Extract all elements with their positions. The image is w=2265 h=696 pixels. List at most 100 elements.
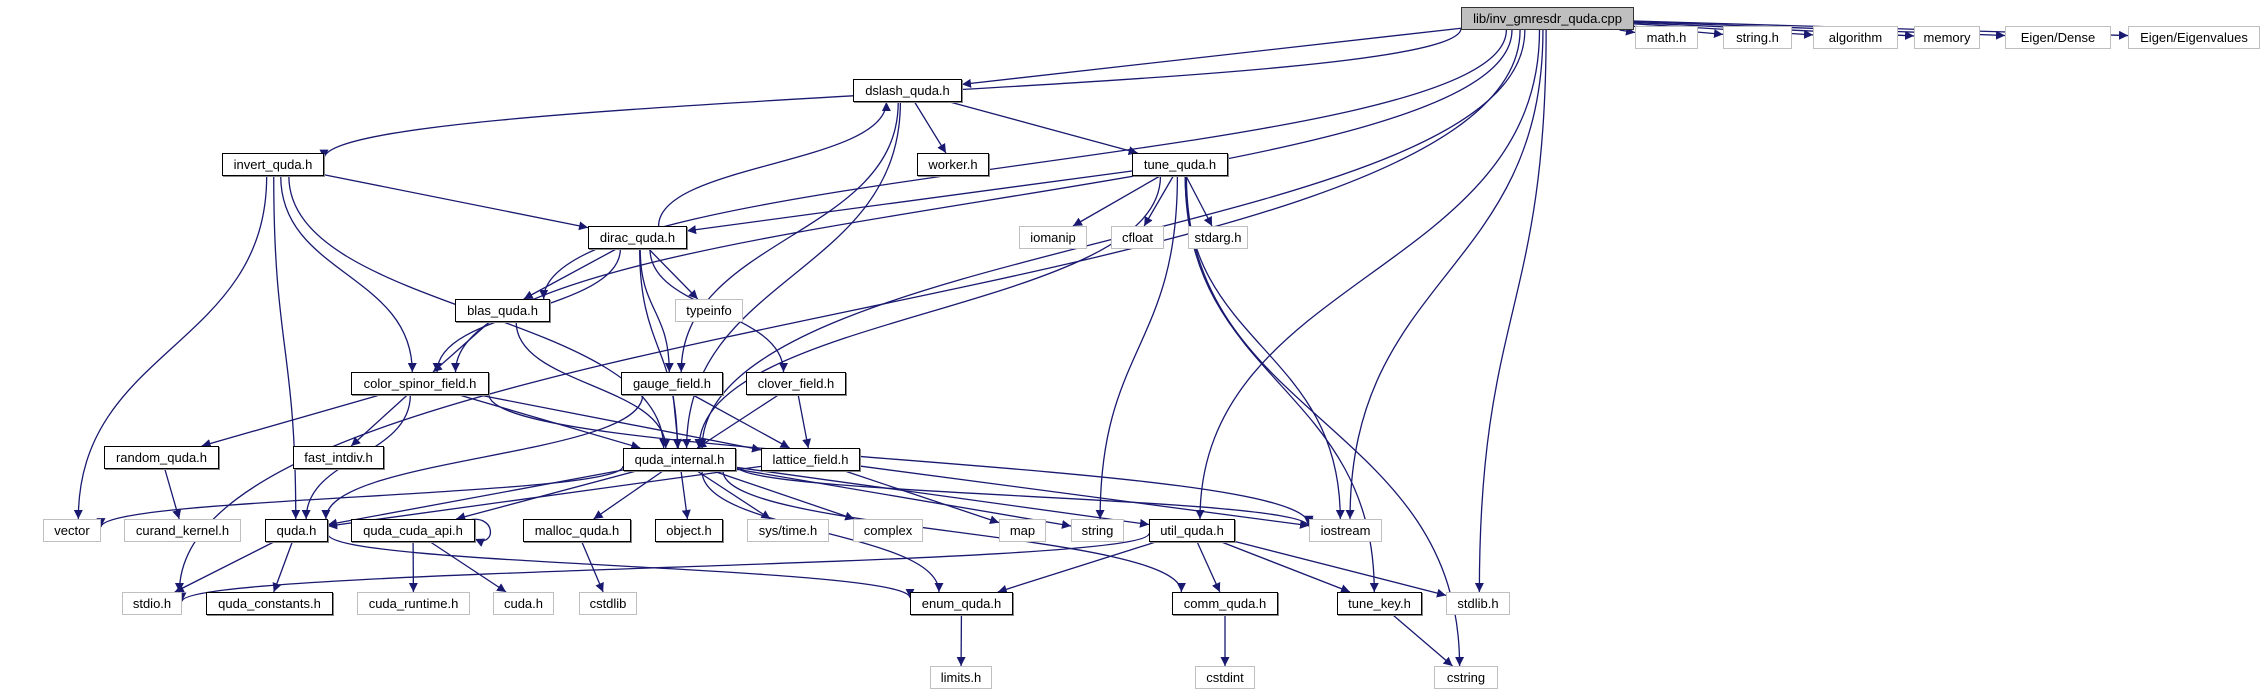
edge-lattice-field-to-iostream — [859, 465, 1310, 529]
node-invert-quda[interactable]: invert_quda.h — [222, 153, 324, 176]
edge-tune-quda-to-tune-key — [1184, 175, 1379, 593]
edge-color-spinor-field-to-fast-intdiv — [350, 394, 408, 447]
node-comm-quda[interactable]: comm_quda.h — [1172, 592, 1278, 615]
node-limits-h: limits.h — [930, 666, 992, 689]
node-tune-key[interactable]: tune_key.h — [1337, 592, 1422, 615]
node-cstdint: cstdint — [1195, 666, 1255, 689]
edge-root-to-util-quda — [1195, 29, 1541, 520]
node-lattice-field[interactable]: lattice_field.h — [761, 448, 860, 471]
edge-color-spinor-field-to-random-quda — [201, 394, 381, 448]
edge-quda-internal-to-util-quda — [735, 466, 1150, 528]
edge-dirac-quda-to-quda-internal — [639, 248, 682, 449]
node-malloc-quda[interactable]: malloc_quda.h — [523, 519, 631, 542]
node-blas-quda[interactable]: blas_quda.h — [455, 299, 550, 322]
node-math-h: math.h — [1635, 26, 1698, 49]
node-dslash-quda[interactable]: dslash_quda.h — [853, 79, 962, 102]
node-cstdlib: cstdlib — [579, 592, 637, 615]
node-cfloat: cfloat — [1111, 226, 1164, 249]
node-util-quda[interactable]: util_quda.h — [1149, 519, 1235, 542]
edge-quda-cuda-api-to-cuda-h — [430, 541, 507, 593]
node-random-quda[interactable]: random_quda.h — [104, 446, 219, 469]
edge-tune-quda-to-cfloat — [1143, 175, 1174, 227]
edge-util-quda-to-stdlib-h — [1234, 540, 1447, 598]
node-iomanip: iomanip — [1019, 226, 1087, 249]
node-string: string — [1071, 519, 1124, 542]
node-quda-cuda-api[interactable]: quda_cuda_api.h — [351, 519, 475, 542]
node-typeinfo: typeinfo — [675, 299, 743, 322]
edge-root-to-math-h — [1619, 26, 1636, 36]
node-gauge-field[interactable]: gauge_field.h — [621, 372, 723, 395]
edge-dirac-quda-to-blas-quda — [523, 248, 617, 300]
node-quda-constants[interactable]: quda_constants.h — [206, 592, 333, 615]
edge-root-to-blas-quda — [539, 29, 1507, 300]
node-root: lib/inv_gmresdr_quda.cpp — [1461, 7, 1634, 30]
node-eigen-dense: Eigen/Dense — [2005, 26, 2111, 49]
edge-tune-quda-to-string — [1095, 175, 1179, 520]
edge-root-to-stdio-h — [174, 29, 1521, 593]
edge-dslash-quda-to-worker — [914, 101, 947, 154]
edge-clover-field-to-quda-internal — [696, 394, 779, 449]
node-fast-intdiv[interactable]: fast_intdiv.h — [293, 446, 384, 469]
edge-lattice-field-to-map — [844, 470, 1000, 525]
edge-layer — [73, 20, 2129, 667]
edge-gauge-field-to-quda-internal — [672, 394, 682, 449]
edge-root-to-dslash-quda — [961, 27, 1462, 88]
edge-util-quda-to-comm-quda — [1196, 541, 1221, 593]
edge-quda-internal-to-malloc-quda — [593, 470, 664, 520]
edge-invert-quda-to-color-spinor-field — [280, 175, 417, 373]
edge-util-quda-to-tune-key — [1221, 541, 1351, 593]
node-cuda-runtime: cuda_runtime.h — [357, 592, 470, 615]
edge-root-to-stdlib-h — [1474, 29, 1547, 593]
node-cuda-h: cuda.h — [493, 592, 554, 615]
edge-util-quda-to-enum-quda — [997, 541, 1156, 594]
node-dirac-quda[interactable]: dirac_quda.h — [588, 226, 687, 249]
node-object-h[interactable]: object.h — [655, 519, 723, 542]
edge-dslash-quda-to-quda-internal — [682, 101, 902, 449]
node-complex: complex — [853, 519, 923, 542]
node-clover-field[interactable]: clover_field.h — [746, 372, 846, 395]
edge-blas-quda-to-color-spinor-field — [432, 321, 490, 373]
edge-quda-internal-to-quda-h — [327, 469, 624, 528]
edge-quda-internal-to-vector — [96, 465, 624, 528]
node-quda-internal[interactable]: quda_internal.h — [623, 448, 736, 471]
node-worker[interactable]: worker.h — [917, 153, 989, 176]
node-color-spinor-field[interactable]: color_spinor_field.h — [351, 372, 489, 395]
node-cstring: cstring — [1434, 666, 1498, 689]
edge-dirac-quda-to-gauge-field — [639, 248, 674, 373]
node-memory: memory — [1914, 26, 1980, 49]
edge-quda-h-to-stdio-h — [174, 541, 275, 593]
node-string-h: string.h — [1723, 26, 1792, 49]
node-eigen-eigenvalues: Eigen/Eigenvalues — [2128, 26, 2260, 49]
edge-blas-quda-to-quda-internal — [515, 321, 671, 449]
node-algorithm: algorithm — [1813, 26, 1898, 49]
edge-tune-key-to-cstring — [1392, 614, 1453, 667]
edge-tune-quda-to-cstring — [1185, 175, 1465, 667]
edge-invert-quda-to-vector — [73, 175, 268, 520]
node-sys-time: sys/time.h — [747, 519, 829, 542]
node-stdlib-h: stdlib.h — [1446, 592, 1510, 615]
edge-clover-field-to-lattice-field — [797, 394, 812, 449]
edge-tune-quda-to-quda-internal — [694, 175, 1162, 449]
edge-quda-h-to-enum-quda — [327, 533, 915, 599]
node-vector: vector — [43, 519, 101, 542]
edge-root-to-iostream — [1345, 29, 1544, 520]
edge-quda-internal-to-complex — [713, 470, 855, 521]
edge-quda-internal-to-object-h — [680, 470, 691, 520]
edge-color-spinor-field-to-lattice-field — [478, 394, 762, 453]
edge-invert-quda-to-dirac-quda — [323, 174, 589, 231]
edge-dirac-quda-to-dslash-quda — [657, 101, 891, 227]
node-tune-quda[interactable]: tune_quda.h — [1132, 153, 1228, 176]
edge-quda-internal-to-quda-cuda-api — [455, 470, 637, 522]
edge-dslash-quda-to-gauge-field — [676, 101, 899, 373]
node-quda-h[interactable]: quda.h — [265, 519, 328, 542]
edge-color-spinor-field-to-iostream — [488, 394, 1314, 525]
node-stdarg-h: stdarg.h — [1188, 226, 1248, 249]
edge-util-quda-to-stdio-h — [177, 532, 1150, 602]
edge-quda-internal-to-iostream — [735, 465, 1314, 527]
edge-gauge-field-to-lattice-field — [692, 394, 790, 449]
edge-quda-internal-to-comm-quda — [722, 470, 1186, 593]
node-enum-quda[interactable]: enum_quda.h — [910, 592, 1013, 615]
node-stdio-h: stdio.h — [122, 592, 182, 615]
edge-quda-internal-to-sys-time — [696, 470, 771, 520]
